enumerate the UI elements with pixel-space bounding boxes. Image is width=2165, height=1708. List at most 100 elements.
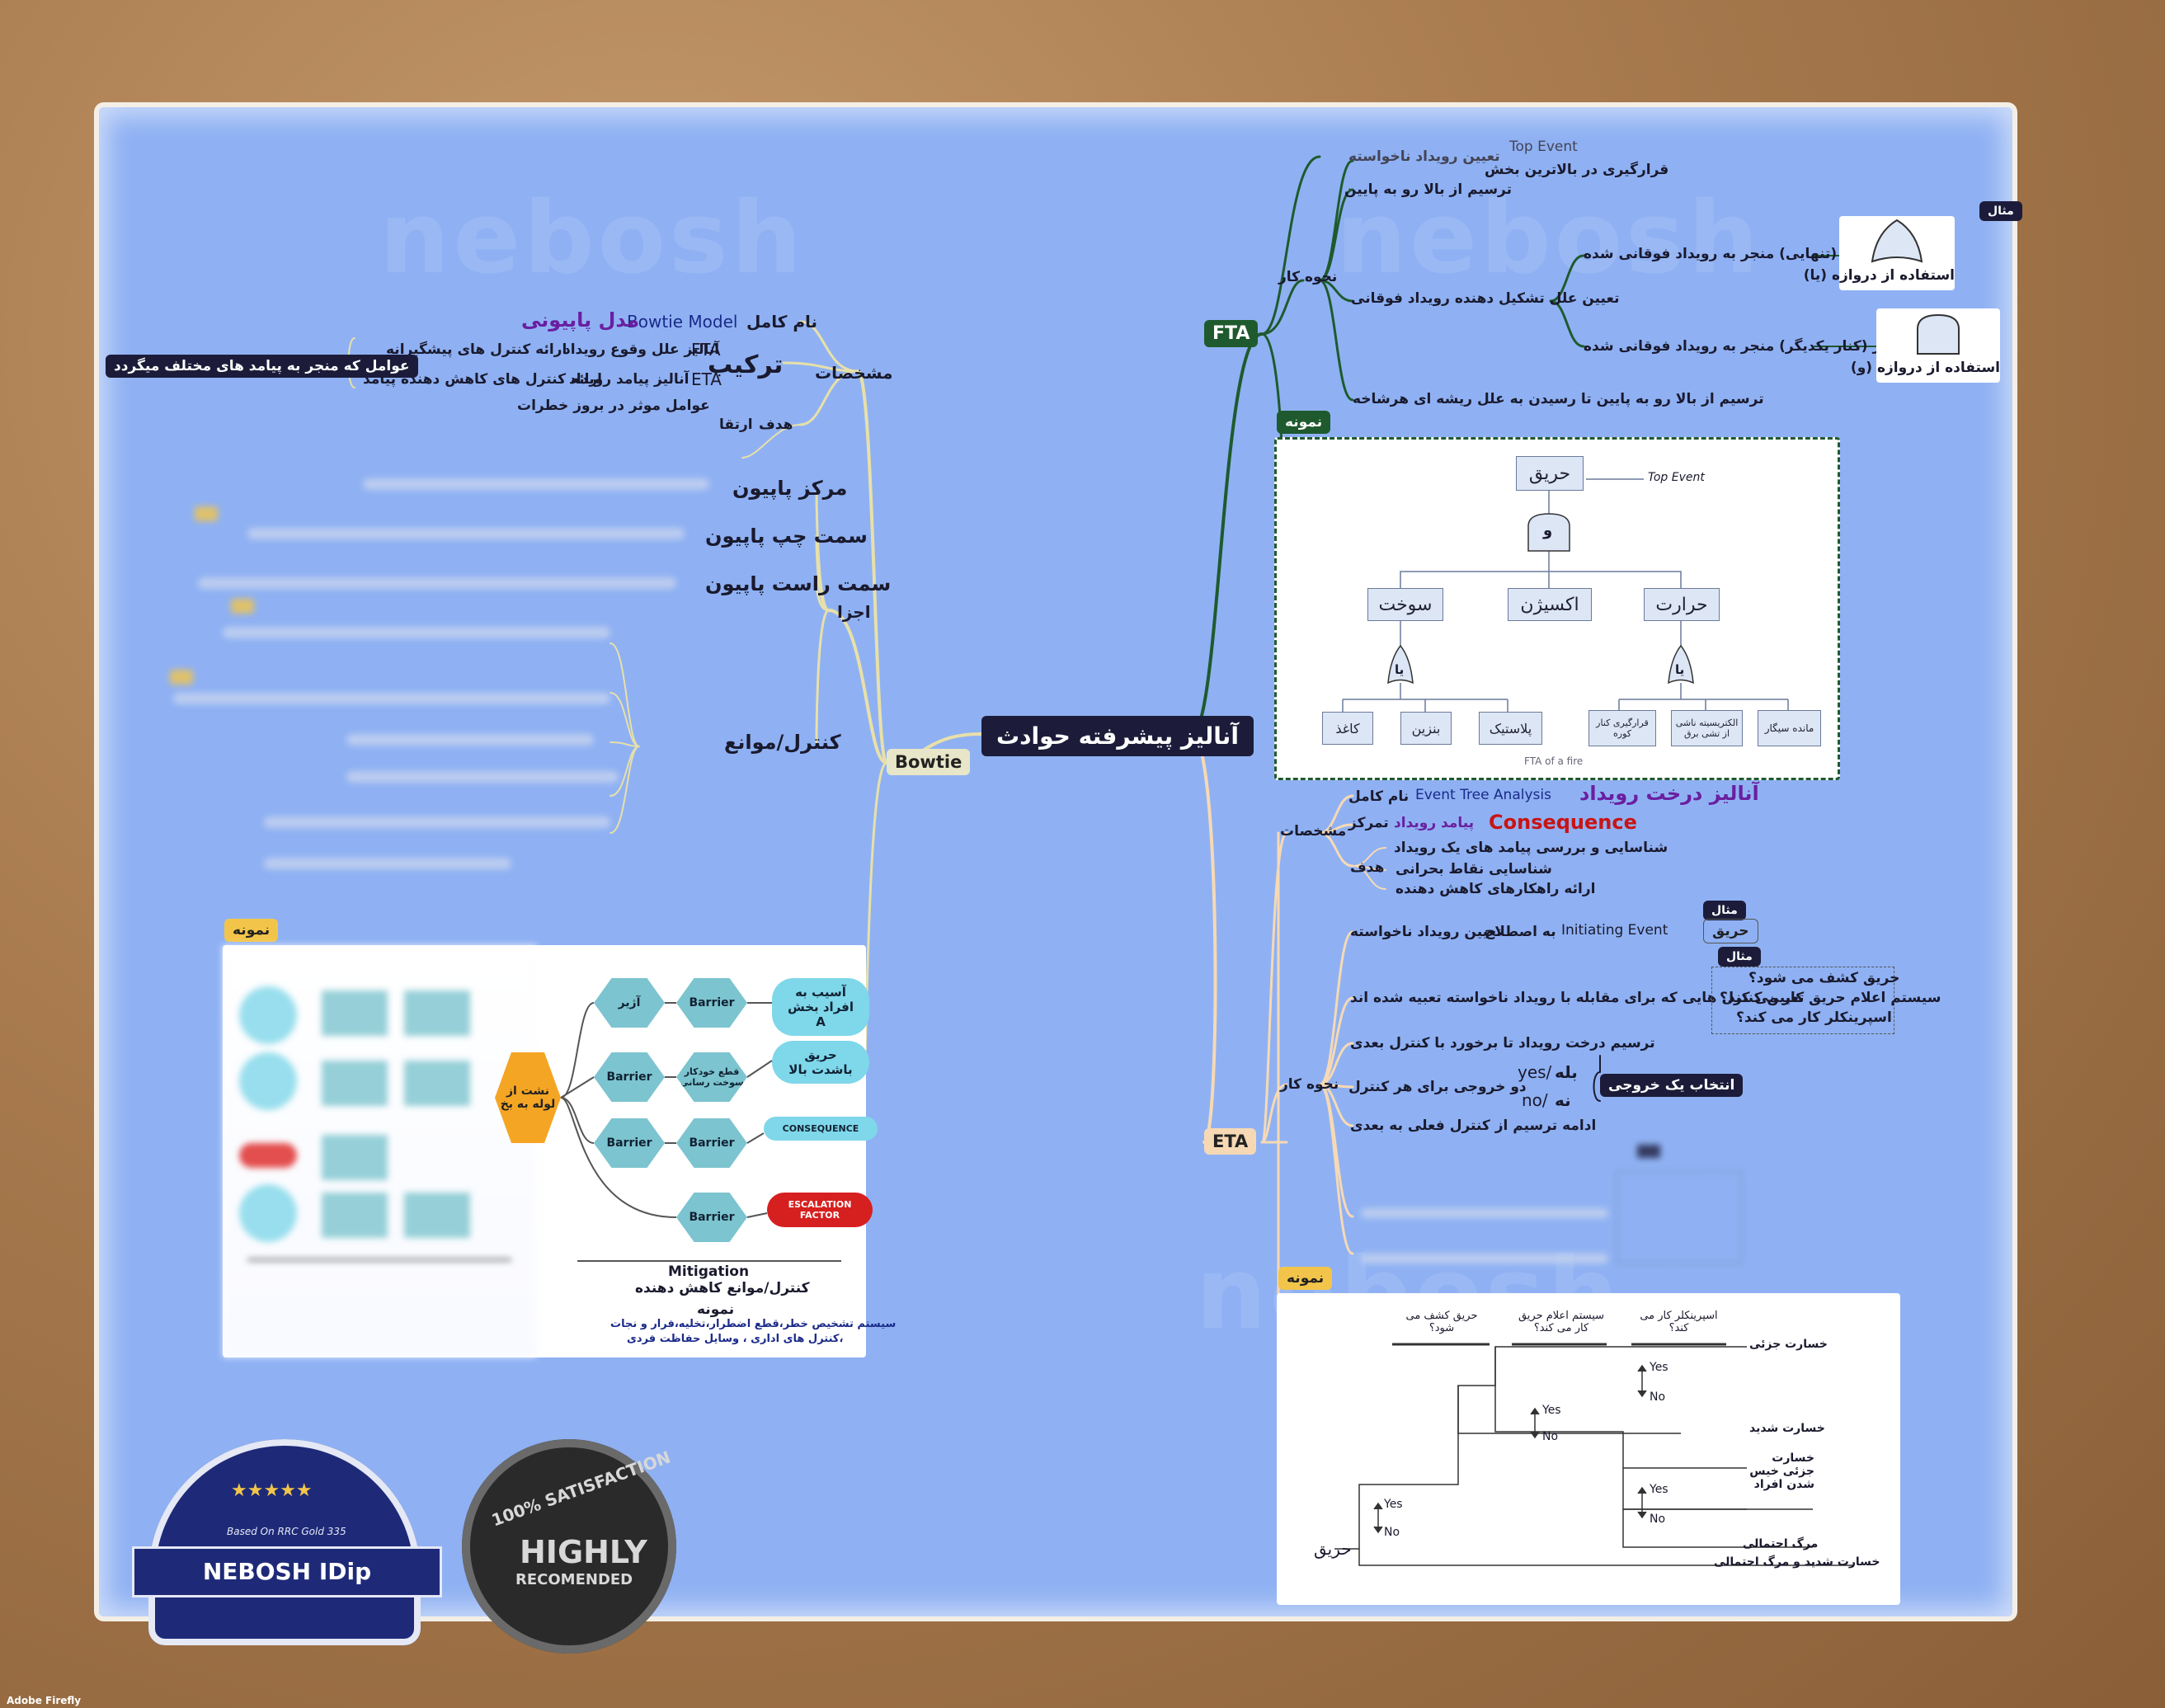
eta-h5: ادامه ترسیم از کنترل فعلی به بعدی	[1350, 1117, 1597, 1134]
fta-how: نحوه کار	[1278, 269, 1338, 285]
fta-n3: ترسیم از بالا رو به پایین	[1344, 181, 1513, 198]
fta-n4b: علل در (کنار یکدیگر) منجر به رویداد فوقا…	[1584, 338, 1921, 355]
fta-cause-box: قرارگیری کنار کوره	[1588, 710, 1656, 746]
bowtie-eta: ETA	[691, 369, 722, 389]
eta-col-1: حریق کشف می شود؟	[1405, 1310, 1478, 1334]
eta-root: حریق	[1314, 1539, 1352, 1559]
fta-cause-box: الکتریسیته ناشی از تشی برق	[1671, 710, 1743, 746]
eta-outcome-3: خسارت جزئی خیس شدن افراد	[1749, 1452, 1814, 1491]
eta-col-2: سیستم اعلام حریق کار می کند؟	[1518, 1310, 1605, 1334]
eta-sample-panel: حریق کشف می شود؟ سیستم اعلام حریق کار می…	[1277, 1293, 1900, 1605]
eta-fullname-en: Event Tree Analysis	[1415, 787, 1551, 803]
blurred-prevention	[223, 945, 536, 1357]
eta-h2-ex-tag: مثال	[1718, 947, 1761, 967]
nebosh-seal-title: NEBOSH IDip	[132, 1546, 442, 1597]
fta-oxygen-box: اکسیژن	[1508, 588, 1592, 621]
eta-no: No	[1650, 1513, 1666, 1526]
footer-credit: Adobe Firefly	[7, 1695, 82, 1706]
eta-h4-no-en: no/	[1522, 1090, 1548, 1110]
recommended-text: RECOMENDED	[515, 1571, 633, 1588]
eta-node[interactable]: ETA	[1204, 1128, 1257, 1155]
highly-text: HIGHLY	[520, 1534, 647, 1570]
eta-yes: Yes	[1650, 1361, 1668, 1374]
bowtie-factors: عوامل که منجر به پیامد های مختلف میگردد	[106, 355, 418, 378]
fta-petrol-box: بنزین	[1400, 712, 1452, 745]
or-gate-icon	[1871, 219, 1923, 263]
fta-n4: تعیین علل تشکیل دهنده رویداد فوقانی	[1351, 290, 1620, 307]
eta-tree-lines	[1334, 1343, 1854, 1566]
pill-consequence: CONSEQUENCE	[764, 1117, 878, 1141]
bowtie-goal: هدف	[759, 416, 793, 433]
eta-no: No	[1384, 1526, 1400, 1539]
bowtie-node[interactable]: Bowtie	[887, 749, 971, 775]
fta-n5: ترسیم از بالا رو به پایین تا رسیدن به عل…	[1353, 391, 1764, 407]
eta-yes: Yes	[1542, 1404, 1561, 1417]
mitigation-label-fa: کنترل/موانع کاهش دهنده	[635, 1280, 810, 1296]
bowtie-sample-tag: نمونه	[224, 919, 279, 942]
eta-fullname-fa: آنالیز درخت رویداد	[1579, 782, 1759, 805]
bowtie-goal-sub: ارتقا	[719, 416, 753, 433]
watermark: nebosh	[379, 181, 806, 296]
fta-sample-tag: نمونه	[1277, 411, 1331, 434]
bowtie-specs: مشخصات	[815, 363, 893, 383]
eta-goal: هدف	[1350, 859, 1385, 876]
fta-sample-panel: حریق Top Event و سوخت اکسیژن حرارت یا یا…	[1274, 437, 1840, 780]
bowtie-parts: اجزا	[837, 602, 871, 622]
fta-top-box: حریق	[1516, 456, 1584, 491]
bowtie-eta-control: ارائه کنترل های کاهش دهنده پیامد	[363, 371, 603, 388]
fta-cause-box: مانده سیگار	[1758, 710, 1821, 746]
fta-n2: قرارگیری در بالاترین بخش	[1485, 162, 1669, 178]
eta-focus-value: پیامد رویداد	[1394, 815, 1475, 831]
eta-fullname-label: نام کامل	[1348, 788, 1410, 805]
fta-n4a: علل به (تنهایی) منجر به رویداد فوقانی شد…	[1584, 246, 1889, 262]
nebosh-seal: ★★★★★ Based On RRC Gold 335 NEBOSH IDip	[132, 1439, 442, 1645]
eta-h4-pick: انتخاب یک خروجی	[1600, 1074, 1744, 1097]
eta-h1-ex-tag: مثال	[1703, 901, 1746, 920]
eta-h3: ترسیم درخت رویداد تا برخورد با کنترل بعد…	[1350, 1035, 1655, 1052]
bowtie-goal-desc: عوامل موثر در بروز خطرات	[517, 398, 710, 414]
fta-heat-box: حرارت	[1644, 588, 1720, 621]
eta-specs: مشخصات	[1280, 823, 1347, 840]
fta-tree-lines	[1342, 478, 1789, 712]
fta-plastic-box: پلاستیک	[1479, 712, 1542, 745]
bowtie-controls: کنترل/موانع	[724, 731, 841, 754]
bowtie-fta-control: ارائه کنترل های پیشگیرانه	[386, 341, 567, 358]
eta-h1-term: به اصطلاح	[1485, 924, 1556, 940]
eta-focus: تمرکز	[1348, 815, 1389, 831]
bowtie-left: سمت چپ پاپیون	[705, 525, 868, 548]
fta-top-label: Top Event	[1648, 471, 1705, 484]
eta-no: No	[1650, 1390, 1666, 1404]
central-topic[interactable]: آنالیز پیشرفته حوادث	[981, 716, 1254, 756]
eta-no: No	[1542, 1430, 1559, 1443]
pill-injury: آسیب به افراد بخش A	[772, 978, 869, 1036]
bowtie-right: سمت راست پاپیون	[705, 572, 892, 595]
fta-example-tag: مثال	[1979, 201, 2022, 221]
watermark: nebosh	[1336, 181, 1763, 296]
bowtie-fta-desc: آنالیز علل وقوع رویداد	[563, 341, 720, 358]
eta-outcome-4: مرگ احتمالی	[1743, 1537, 1819, 1550]
bowtie-eta-desc: آنالیز پیامد رویداد	[569, 371, 690, 388]
fta-paper-box: کاغذ	[1322, 712, 1373, 745]
eta-outcome-5: خسارت شدید و مرگ احتمالی	[1714, 1555, 1880, 1569]
fta-node[interactable]: FTA	[1204, 320, 1259, 347]
pill-fire: حریق باشدت بالا	[772, 1041, 869, 1084]
eta-col-3: اسپرینکلر کار می کند؟	[1640, 1310, 1718, 1334]
satisfaction-text: 100% SATISFACTION	[488, 1447, 674, 1531]
eta-h4-yes-en: yes/	[1518, 1062, 1552, 1082]
bowtie-fullname-label: نام کامل	[746, 312, 818, 332]
eta-h2: تعیین کنترل هایی که برای مقابله با رویدا…	[1350, 990, 1805, 1006]
fta-and-label: و	[1543, 522, 1553, 539]
eta-h4-yes-fa: بله	[1555, 1062, 1578, 1082]
eta-outcome-1: خسارت جزئی	[1749, 1338, 1828, 1351]
eta-sample-tag: نمونه	[1278, 1267, 1333, 1290]
eta-h2-q3: اسپرینکلر کار می کند؟	[1736, 1009, 1892, 1026]
eta-goal-3: ارائه راهکارهای کاهش دهنده	[1395, 881, 1596, 897]
satisfaction-seal: 100% SATISFACTION HIGHLY RECOMENDED	[462, 1439, 676, 1654]
eta-h1: تعیین رویداد ناخواسته	[1350, 924, 1502, 940]
eta-h2-q2: سیستم اعلام حریق کار می کند؟	[1720, 990, 1941, 1006]
eta-h2-ex-box	[1711, 967, 1894, 1034]
and-gate-card: استفاده از دروازه (و)	[1851, 308, 2000, 383]
fta-n1b: Top Event	[1509, 139, 1578, 155]
nebosh-seal-sub: Based On RRC Gold 335	[227, 1526, 346, 1537]
eta-h2-q1: حریق کشف می شود؟	[1748, 970, 1900, 986]
